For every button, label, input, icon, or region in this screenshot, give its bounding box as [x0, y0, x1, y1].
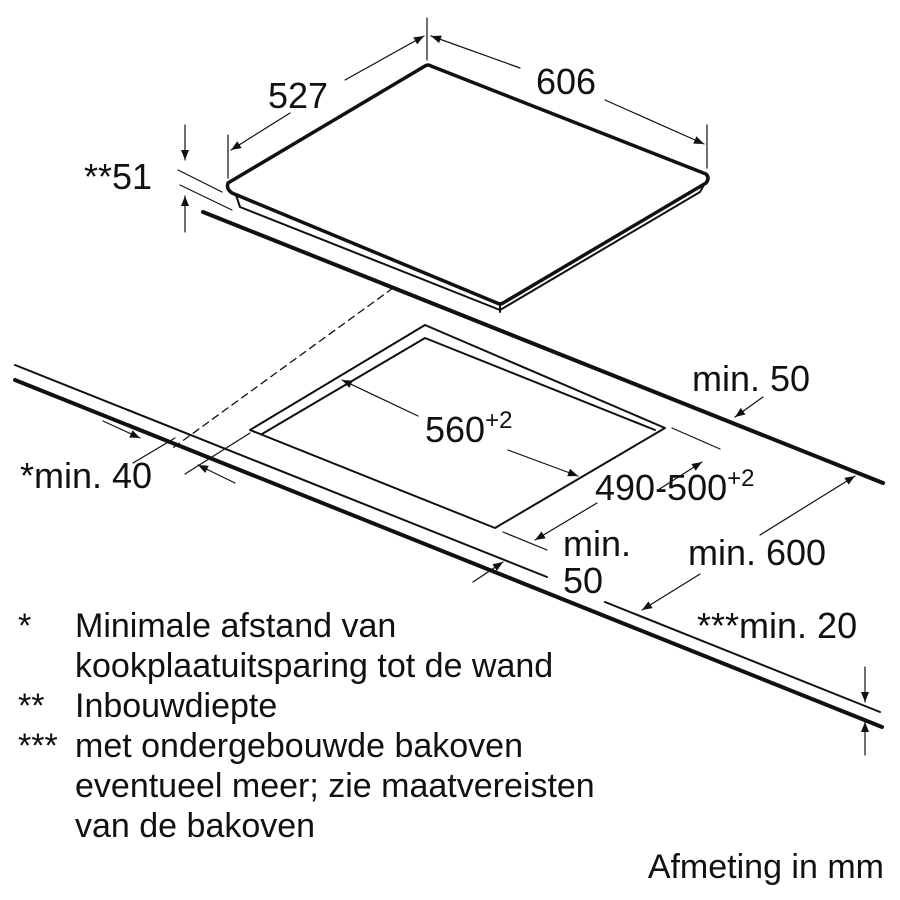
- dim-back-min50-label: min. 50: [692, 358, 810, 399]
- footnote: ** Inbouwdiepte: [18, 687, 278, 725]
- dim-490-500-label: 490-500+2: [595, 465, 755, 508]
- dim-560-label: 560+2: [425, 407, 512, 450]
- dim-606-label: 606: [536, 61, 596, 102]
- dim-527-arrow-a: [230, 112, 291, 151]
- dim-front-min-label: min.: [563, 523, 631, 564]
- worktop-front-top: [14, 364, 548, 578]
- dim-min600-label: min. 600: [688, 532, 826, 573]
- dim-wall-min40-label: *min. 40: [20, 455, 152, 496]
- dim-606-arrow-b: [604, 99, 705, 145]
- dim-51-label: **51: [84, 156, 152, 197]
- worktop-back-edge: [201, 210, 885, 485]
- dim-606-arrow-a: [430, 35, 521, 69]
- dim-527-arrow-b: [344, 35, 425, 81]
- dim-527-label: 527: [268, 75, 328, 116]
- unit-note: Afmeting in mm: [647, 848, 884, 886]
- dim-front-50-label: 50: [563, 560, 603, 601]
- dim-min20-label: ***min. 20: [697, 605, 857, 646]
- cutout: [249, 324, 666, 529]
- worktop-front-bottom: [13, 378, 884, 729]
